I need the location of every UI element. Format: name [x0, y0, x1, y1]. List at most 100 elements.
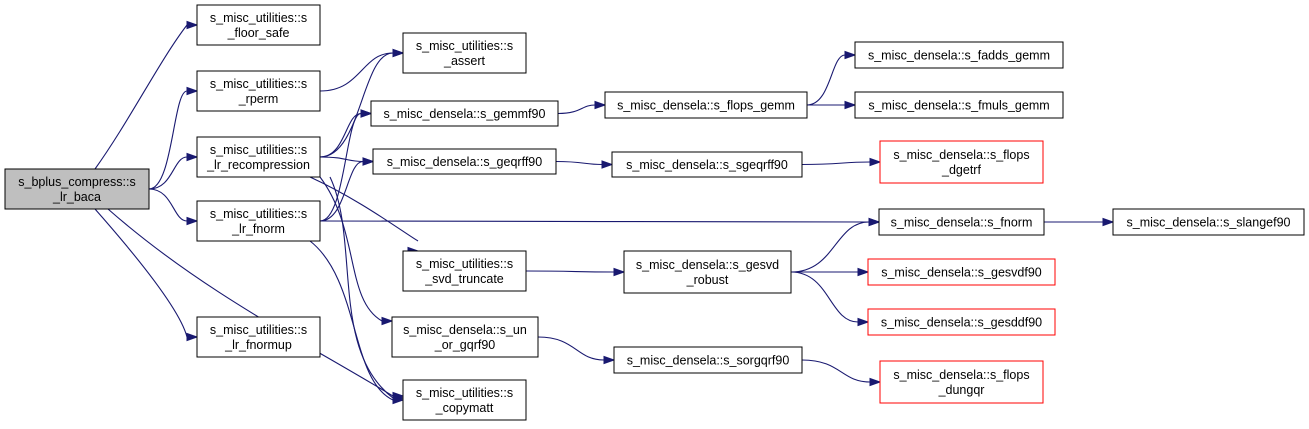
- node-label: _assert: [443, 54, 486, 68]
- node-box: [402, 379, 527, 421]
- edge-lrfnorm-to-fnorm: [319, 217, 881, 227]
- node-box: [372, 148, 557, 175]
- node-box: [402, 32, 527, 74]
- arrowhead-icon: [857, 267, 870, 277]
- node-flopsdgetrf[interactable]: s_misc_densela::s_flops_dgetrf: [879, 140, 1044, 184]
- edge-flopsgemm-to-fadds: [806, 50, 857, 106]
- node-label: s_misc_densela::s_fadds_gemm: [868, 49, 1050, 63]
- arrowhead-icon: [186, 152, 199, 162]
- arrowhead-icon: [362, 157, 375, 166]
- edge-lrfnorm-to-geqrff90: [319, 157, 375, 222]
- node-lrfnorm[interactable]: s_misc_utilities::s_lr_fnorm: [196, 200, 321, 242]
- edge-gesvdrob-to-gesddf90: [790, 271, 870, 327]
- edge-root-to-rperm: [148, 86, 199, 190]
- node-label: s_misc_densela::s_gesvd: [636, 258, 779, 272]
- edge-root-to-floor: [94, 20, 199, 170]
- node-label: _lr_fnormup: [224, 338, 292, 352]
- arrowhead-icon: [613, 267, 626, 277]
- node-label: _dungqr: [938, 383, 985, 397]
- node-geqrff90[interactable]: s_misc_densela::s_geqrff90: [372, 148, 557, 175]
- edge-sorgqrf90-to-flopsdungqr: [801, 359, 882, 387]
- node-sorgqrf90[interactable]: s_misc_densela::s_sorgqrf90: [613, 346, 803, 374]
- node-label: s_misc_densela::s_flops_gemm: [617, 99, 795, 113]
- node-label: _svd_truncate: [424, 272, 504, 286]
- arrowhead-icon: [186, 86, 199, 96]
- node-label: s_misc_utilities::s: [210, 11, 307, 25]
- node-label: s_misc_densela::s_flops: [893, 368, 1029, 382]
- node-label: _copymatt: [435, 401, 494, 415]
- arrowhead-icon: [186, 20, 199, 30]
- edge-root-to-lrfnormup: [94, 208, 199, 342]
- node-floor[interactable]: s_misc_utilities::s_floor_safe: [196, 4, 321, 46]
- arrowhead-icon: [1102, 217, 1115, 227]
- node-label: s_misc_densela::s_fmuls_gemm: [868, 99, 1049, 113]
- node-unorgqrf[interactable]: s_misc_densela::s_un_or_gqrf90: [391, 316, 539, 358]
- arrowhead-icon: [869, 157, 882, 167]
- node-rperm[interactable]: s_misc_utilities::s_rperm: [196, 70, 321, 112]
- node-slangef90[interactable]: s_misc_densela::s_slangef90: [1112, 208, 1305, 236]
- node-box: [604, 91, 808, 119]
- node-fnorm[interactable]: s_misc_densela::s_fnorm: [878, 208, 1045, 236]
- node-gemmf90[interactable]: s_misc_densela::s_gemmf90: [370, 100, 559, 127]
- edge-flopsgemm-to-fmuls: [806, 100, 857, 110]
- arrowhead-icon: [868, 217, 881, 227]
- node-label: s_misc_densela::s_geqrff90: [387, 155, 542, 169]
- edge-lrfnorm-to-gemmf90: [319, 109, 373, 222]
- node-box: [402, 250, 527, 292]
- node-box: [391, 316, 539, 358]
- arrowhead-icon: [186, 332, 199, 342]
- node-box: [611, 151, 803, 178]
- node-flopsgemm[interactable]: s_misc_densela::s_flops_gemm: [604, 91, 808, 119]
- arrowhead-icon: [594, 100, 607, 110]
- arrowhead-icon: [360, 109, 373, 118]
- node-label: s_misc_utilities::s: [416, 386, 513, 400]
- node-box: [196, 4, 321, 46]
- node-box: [196, 316, 321, 358]
- edge-sgeqrff90-to-flopsdgetrf: [801, 157, 882, 167]
- edge-gemmf90-to-flopsgemm: [557, 100, 607, 115]
- node-flopsdungqr[interactable]: s_misc_densela::s_flops_dungqr: [879, 360, 1044, 404]
- node-lrrec[interactable]: s_misc_utilities::s_lr_recompression: [196, 136, 321, 178]
- node-label: s_misc_densela::s_sorgqrf90: [627, 354, 790, 368]
- node-gesvdf90[interactable]: s_misc_densela::s_gesvdf90: [867, 258, 1056, 286]
- node-box: [878, 208, 1045, 236]
- arrowhead-icon: [857, 317, 870, 327]
- node-label: s_misc_densela::s_un: [403, 323, 527, 337]
- node-label: s_misc_utilities::s: [416, 257, 513, 271]
- node-fmuls[interactable]: s_misc_densela::s_fmuls_gemm: [854, 91, 1064, 119]
- edge-fnorm-to-slangef90: [1044, 217, 1115, 227]
- edge-rperm-to-assert: [319, 48, 405, 92]
- edges-layer: [94, 20, 1115, 405]
- edge-gesvdrob-to-gesvdf90: [791, 267, 870, 277]
- node-lrfnormup[interactable]: s_misc_utilities::s_lr_fnormup: [196, 316, 321, 358]
- node-box: [879, 140, 1044, 184]
- edge-geqrff90-to-sgeqrff90: [555, 160, 614, 169]
- node-box: [867, 308, 1056, 336]
- arrowhead-icon: [601, 160, 614, 169]
- node-fadds[interactable]: s_misc_densela::s_fadds_gemm: [854, 41, 1064, 69]
- node-label: s_misc_densela::s_flops: [893, 148, 1029, 162]
- edge-lrrec-to-gemmf90: [319, 109, 373, 158]
- node-box: [613, 346, 803, 374]
- edge-root-to-lrrec: [148, 152, 199, 190]
- node-svdtrunc[interactable]: s_misc_utilities::s_svd_truncate: [402, 250, 527, 292]
- node-label: s_misc_densela::s_fnorm: [891, 216, 1033, 230]
- node-root[interactable]: s_bplus_compress::s_lr_baca: [4, 168, 150, 210]
- node-label: s_misc_utilities::s: [210, 77, 307, 91]
- node-box: [879, 360, 1044, 404]
- nodes-layer: s_bplus_compress::s_lr_bacas_misc_utilit…: [4, 4, 1305, 421]
- node-label: _lr_fnorm: [231, 222, 285, 236]
- node-label: _or_gqrf90: [434, 338, 496, 352]
- edge-root-to-lrfnorm: [148, 188, 199, 226]
- node-assert[interactable]: s_misc_utilities::s_assert: [402, 32, 527, 74]
- node-label: s_bplus_compress::s: [18, 175, 135, 189]
- node-sgeqrff90[interactable]: s_misc_densela::s_sgeqrff90: [611, 151, 803, 178]
- node-label: s_misc_utilities::s: [416, 39, 513, 53]
- node-gesvdrob[interactable]: s_misc_densela::s_gesvd_robust: [623, 250, 792, 294]
- node-label: _lr_baca: [52, 190, 101, 204]
- node-gesddf90[interactable]: s_misc_densela::s_gesddf90: [867, 308, 1056, 336]
- node-label: s_misc_densela::s_sgeqrff90: [626, 158, 788, 172]
- node-copymatt[interactable]: s_misc_utilities::s_copymatt: [402, 379, 527, 421]
- node-label: s_misc_densela::s_slangef90: [1127, 216, 1291, 230]
